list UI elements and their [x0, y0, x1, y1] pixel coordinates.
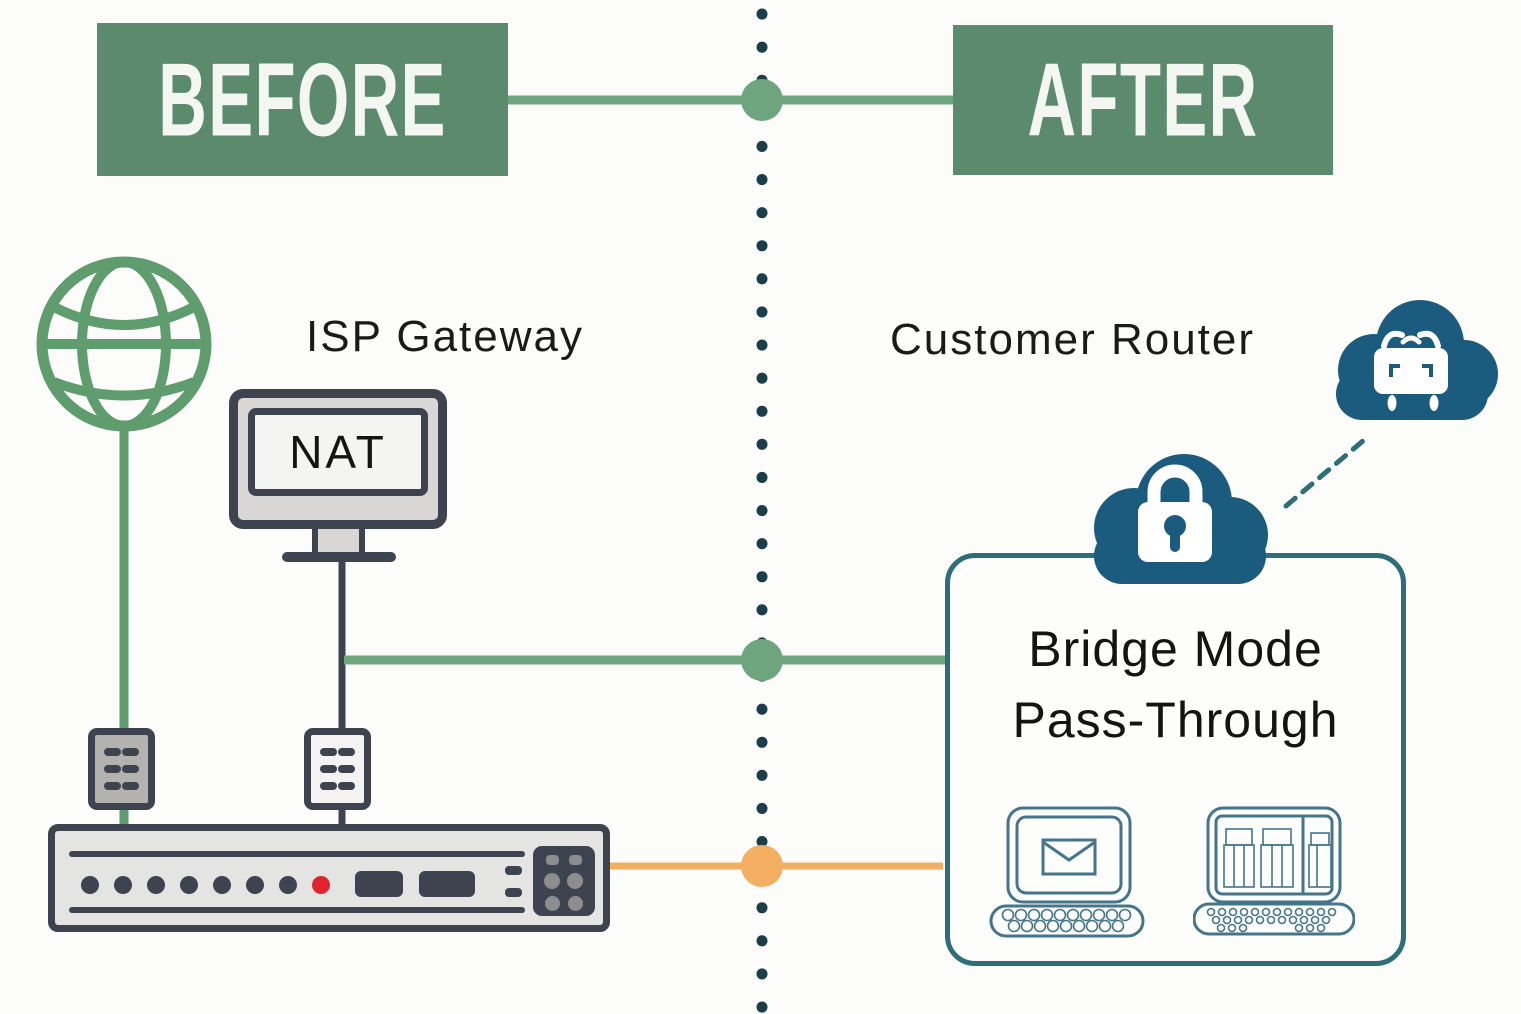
router-antenna	[1417, 330, 1441, 349]
after-label: AFTER	[1027, 41, 1259, 159]
lan-port-adapter-icon	[304, 728, 371, 810]
router-foot	[1429, 395, 1439, 411]
adapter-pin	[338, 765, 356, 773]
adapter-pin	[319, 765, 337, 773]
adapter-pin	[103, 765, 121, 773]
monitor-stand-base	[282, 552, 396, 562]
ethernet-port	[419, 871, 475, 897]
led-indicator	[246, 876, 264, 894]
bridge-mode-line1: Bridge Mode	[1028, 621, 1323, 677]
internet-globe-icon	[36, 256, 212, 432]
cloud-lock-icon	[1094, 454, 1268, 584]
io-connector-dot	[546, 855, 559, 865]
monitor-screen: NAT	[248, 408, 428, 496]
adapter-pin	[338, 782, 356, 790]
led-indicator	[114, 876, 132, 894]
keyboard-keys	[1001, 908, 1132, 933]
cloud-router-icon	[1336, 300, 1498, 420]
before-label: BEFORE	[158, 41, 447, 158]
isp-gateway-title: ISP Gateway	[306, 312, 584, 361]
nat-label: NAT	[289, 426, 387, 478]
adapter-pin	[319, 748, 337, 756]
adapter-pin	[122, 765, 140, 773]
device-top-rail	[69, 851, 525, 857]
adapter-pin	[319, 782, 337, 790]
adapter-pin	[122, 748, 140, 756]
io-connector-dot	[544, 873, 560, 889]
adapter-pin	[103, 782, 121, 790]
before-header-box: BEFORE	[97, 23, 508, 176]
customer-router-title: Customer Router	[890, 315, 1256, 364]
led-indicator	[147, 876, 165, 894]
io-connector-dot	[568, 896, 583, 911]
adapter-pin	[122, 782, 140, 790]
vent-notch	[505, 888, 522, 897]
led-indicator	[213, 876, 231, 894]
bridge-mode-text: Bridge Mode Pass-Through	[945, 614, 1406, 756]
io-connector-dot	[567, 873, 583, 889]
keyboard-keys	[1206, 907, 1337, 933]
adapter-pin	[103, 748, 121, 756]
led-indicator	[81, 876, 99, 894]
after-header-box: AFTER	[953, 25, 1333, 175]
isp-modem-device-icon	[48, 824, 610, 932]
top-connector-node-dot	[741, 79, 783, 121]
keyhole	[1164, 515, 1186, 537]
device-led-row	[81, 876, 330, 894]
adapter-pin	[338, 748, 356, 756]
cloud-link-dashed-line	[1283, 437, 1367, 509]
bottom-connector-node-dot	[741, 845, 783, 887]
device-bottom-rail	[69, 907, 525, 913]
io-connector-dot	[569, 855, 582, 865]
nat-monitor-icon: NAT	[229, 389, 447, 529]
io-connector-dot	[545, 896, 560, 911]
wan-port-adapter-icon	[88, 728, 155, 810]
led-indicator-red	[312, 876, 330, 894]
laptop-browser-icon	[1193, 806, 1355, 936]
router-body	[1374, 348, 1448, 394]
led-indicator	[279, 876, 297, 894]
router-foot	[1387, 395, 1397, 411]
io-panel	[533, 846, 595, 916]
ethernet-port	[355, 871, 403, 897]
router-antenna	[1381, 330, 1405, 349]
monitor-stand-neck	[312, 529, 365, 554]
bridge-mode-line2: Pass-Through	[1012, 692, 1339, 748]
browser-columns	[1223, 828, 1332, 888]
led-indicator	[180, 876, 198, 894]
laptop-email-icon	[989, 806, 1145, 938]
vent-notch	[505, 866, 522, 875]
middle-connector-node-dot	[741, 639, 783, 681]
